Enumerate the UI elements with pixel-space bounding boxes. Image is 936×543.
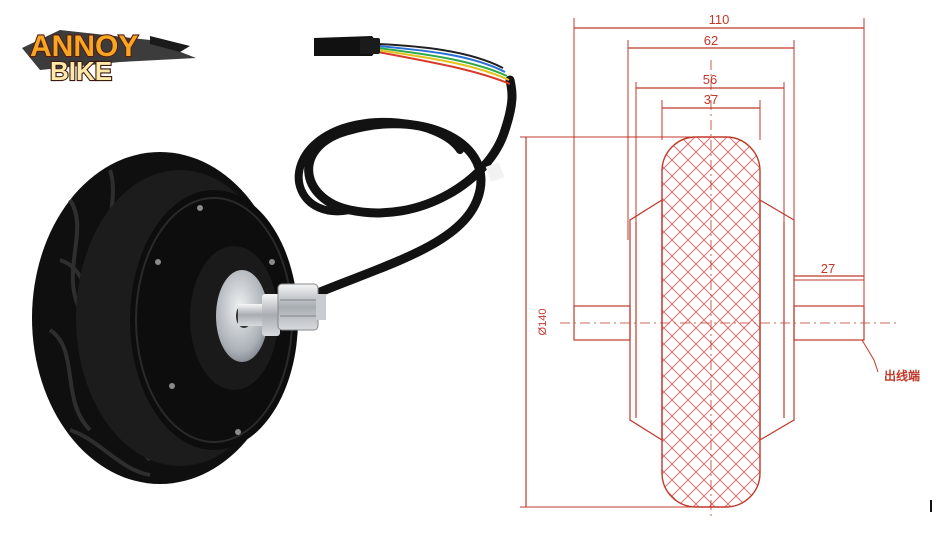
axle-washer [262,294,280,336]
dim-label-62: 62 [704,33,718,48]
cable-connector [314,36,380,56]
logo-text-bike: BIKE [50,56,112,86]
callout-label: 出线端 [884,368,920,383]
motor-cable [294,75,517,297]
hub-left-outline [629,198,663,442]
dim-label-diameter: Ø140 [537,309,549,336]
housing-screw [169,383,175,389]
hub-right-outline [759,198,795,442]
housing-screw [197,205,203,211]
brand-logo: ANNOY BIKE [22,29,196,87]
axle-nut [277,283,319,331]
technical-drawing: 110 62 56 37 27 Ø140 出线端 [520,12,920,520]
housing-screw [155,259,161,265]
edge-mark [930,500,932,512]
cable-tie [485,162,505,182]
dim-label-27: 27 [821,261,835,276]
dim-label-110: 110 [709,12,730,27]
housing-screw [235,429,241,435]
dim-label-37: 37 [704,92,718,107]
cable-exit-callout: 出线端 [861,339,920,383]
hub-motor-wheel [32,152,326,484]
dim-label-56: 56 [703,72,717,87]
housing-screw [269,259,275,265]
hall-sensor-wires [377,43,511,85]
logo-text-annoy: ANNOY [30,30,138,63]
